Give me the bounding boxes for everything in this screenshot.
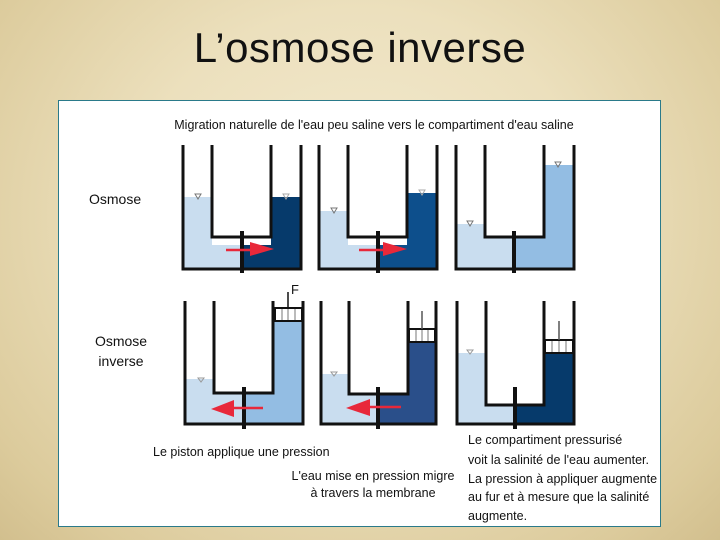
arrow-left-icon — [211, 400, 263, 417]
arrow-right-icon — [359, 242, 407, 256]
caption-piston: Le piston applique une pression — [153, 445, 330, 459]
force-label: F — [291, 282, 299, 297]
osmose-inverse-tank-1: F — [183, 282, 305, 429]
slide-title: L’osmose inverse — [193, 24, 527, 71]
arrow-left-icon — [346, 399, 401, 416]
caption-migre-1: L'eau mise en pression migre — [292, 469, 455, 483]
osmose-tank-1 — [181, 145, 303, 273]
row-label-osmose-inverse-1: Osmose — [95, 333, 147, 349]
row-label-osmose-inverse-2: inverse — [98, 353, 143, 369]
diagram-frame: Migration naturelle de l'eau peu saline … — [58, 100, 661, 527]
caption-compartiment-3: La pression à appliquer augmente — [468, 472, 657, 486]
piston-icon — [408, 311, 436, 343]
caption-compartiment-5: augmente. — [468, 509, 527, 523]
piston-icon — [544, 321, 574, 354]
osmose-inverse-tank-3 — [455, 301, 576, 429]
caption-compartiment-2: voit la salinité de l'eau aumenter. — [468, 453, 649, 467]
diagram-heading: Migration naturelle de l'eau peu saline … — [174, 118, 573, 132]
piston-icon — [274, 292, 303, 322]
caption-migre-2: à travers la membrane — [310, 486, 435, 500]
arrow-right-icon — [226, 242, 274, 256]
osmose-tank-2 — [317, 145, 439, 273]
row-label-osmose: Osmose — [89, 191, 141, 207]
osmose-inverse-tank-2 — [319, 301, 438, 429]
caption-compartiment-4: au fur et à mesure que la salinité — [468, 490, 649, 504]
osmose-tank-3 — [454, 145, 576, 273]
caption-compartiment-1: Le compartiment pressurisé — [468, 433, 622, 447]
